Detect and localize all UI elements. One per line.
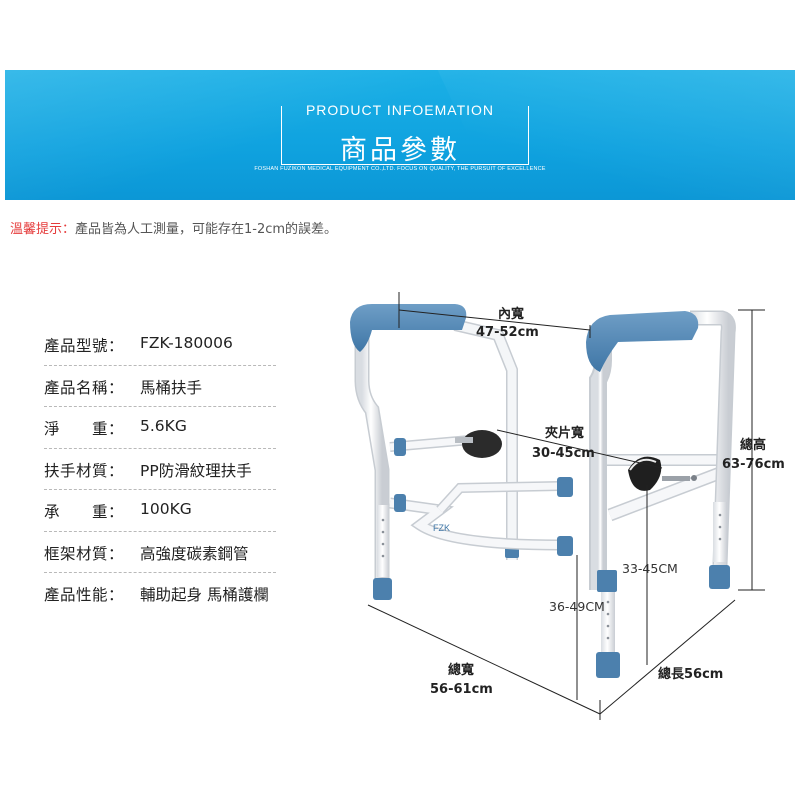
left-clip-pad (462, 430, 502, 458)
product-logo: FZK (433, 523, 450, 533)
spec-row-model: 產品型號： FZK-180006 (44, 324, 276, 366)
dim-total-height-label: 總高 (740, 437, 766, 453)
left-armrest-pad (350, 304, 467, 352)
spec-row-name: 產品名稱： 馬桶扶手 (44, 366, 276, 407)
spec-value: 5.6KG (140, 417, 187, 435)
banner-slogan: FOSHAN FUZIKON MEDICAL EQUIPMENT CO.,LTD… (254, 166, 546, 172)
spec-row-weight: 淨 重： 5.6KG (44, 407, 276, 449)
spec-key: 產品性能： (44, 586, 125, 604)
notice-text: 產品皆為人工測量，可能存在1-2cm的誤差。 (75, 222, 338, 237)
banner-chinese-title: 商品參數 (340, 135, 460, 166)
spec-row-function: 產品性能： 輔助起身 馬桶護欄 (44, 573, 276, 614)
right-handle-frame (586, 310, 736, 678)
spec-value: 100KG (140, 500, 192, 518)
spec-value: FZK-180006 (140, 334, 233, 352)
notice-label: 溫馨提示： (10, 222, 76, 237)
header-banner: PRODUCT INFOEMATION 商品參數 FOSHAN FUZIKON … (5, 70, 795, 200)
dim-clip-width-value: 30-45cm (532, 446, 595, 461)
spec-value: 高強度碳素鋼管 (140, 544, 249, 563)
cross-bars: FZK (389, 435, 723, 556)
spec-value: 馬桶扶手 (140, 378, 203, 397)
spec-key: 框架材質： (44, 544, 125, 563)
spec-row-frame-material: 框架材質： 高強度碳素鋼管 (44, 532, 276, 573)
spec-row-armrest-material: 扶手材質： PP防滑紋理扶手 (44, 449, 276, 490)
measurement-notice: 溫馨提示：產品皆為人工測量，可能存在1-2cm的誤差。 (10, 218, 337, 237)
dim-total-width-value: 56-61cm (430, 682, 493, 697)
spec-key: 承 重： (44, 503, 125, 521)
spec-key: 產品型號： (44, 337, 125, 355)
spec-key: 產品名稱： (44, 378, 125, 397)
right-clip-pad (628, 456, 662, 491)
dim-inner-width-label: 內寬 (498, 306, 524, 322)
right-armrest-pad (586, 311, 699, 372)
right-back-foot-cap (709, 565, 730, 589)
spec-row-load: 承 重： 100KG (44, 490, 276, 532)
clip-pads (455, 430, 697, 491)
dim-side-height-1: 33-45CM (622, 561, 678, 576)
banner-english-title: PRODUCT INFOEMATION (305, 102, 495, 118)
left-foot-cap (373, 578, 392, 600)
spec-key: 扶手材質： (44, 461, 125, 480)
right-front-foot-cap (596, 652, 620, 678)
dim-total-height-value: 63-76cm (722, 457, 785, 472)
dim-side-height-2: 36-49CM (549, 599, 605, 614)
spec-key: 淨 重： (44, 420, 125, 438)
dim-total-length: 總長56cm (658, 666, 723, 682)
dim-total-width-label: 總寬 (448, 662, 474, 678)
dim-clip-width-label: 夾片寬 (545, 425, 584, 441)
spec-value: 輔助起身 馬桶護欄 (140, 586, 269, 604)
spec-value: PP防滑紋理扶手 (140, 461, 252, 480)
dim-inner-width-value: 47-52cm (476, 325, 539, 340)
left-handle-frame (350, 304, 519, 600)
dimension-lines (367, 292, 765, 720)
spec-list: 產品型號： FZK-180006 產品名稱： 馬桶扶手 淨 重： 5.6KG 扶… (44, 324, 276, 614)
